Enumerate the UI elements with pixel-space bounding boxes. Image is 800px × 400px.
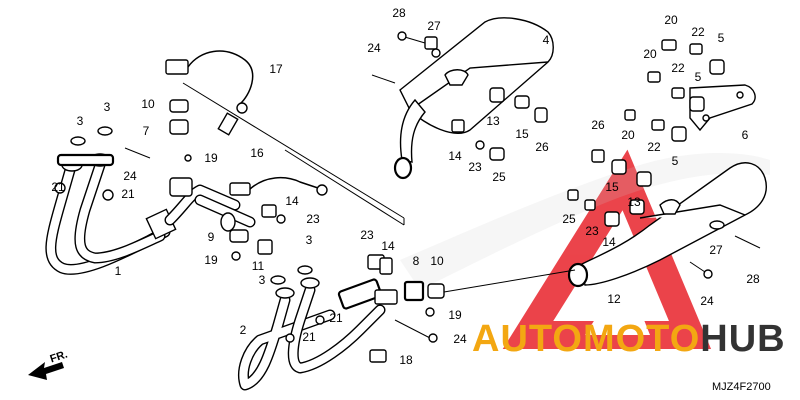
part-callout-22[interactable]: 22 — [671, 61, 685, 75]
o2-sensor-upper[interactable] — [165, 50, 254, 136]
part-callout-19[interactable]: 19 — [204, 253, 218, 267]
part-callout-28[interactable]: 28 — [746, 272, 760, 286]
part-callout-3[interactable]: 3 — [77, 114, 84, 128]
part-callout-7[interactable]: 7 — [143, 124, 150, 138]
part-callout-9[interactable]: 9 — [208, 230, 215, 244]
part-callout-3[interactable]: 3 — [306, 233, 313, 247]
part-callout-19[interactable]: 19 — [448, 308, 462, 322]
collector-pipe[interactable] — [194, 194, 256, 232]
part-callout-8[interactable]: 8 — [413, 254, 420, 268]
part-callout-14[interactable]: 14 — [448, 149, 462, 163]
part-callout-17[interactable]: 17 — [269, 62, 283, 76]
part-callout-20[interactable]: 20 — [621, 128, 635, 142]
part-callout-23[interactable]: 23 — [585, 224, 599, 238]
part-callout-24[interactable]: 24 — [700, 294, 714, 308]
part-callout-11[interactable]: 11 — [252, 259, 265, 273]
part-callout-14[interactable]: 14 — [381, 239, 395, 253]
part-callout-13[interactable]: 13 — [486, 114, 500, 128]
part-callout-23[interactable]: 23 — [468, 160, 482, 174]
part-callout-2[interactable]: 2 — [240, 323, 247, 337]
part-callout-24[interactable]: 24 — [367, 41, 381, 55]
o2-sensor-lower[interactable] — [229, 176, 328, 196]
part-callout-18[interactable]: 18 — [399, 353, 413, 367]
part-callout-13[interactable]: 13 — [627, 195, 641, 209]
part-callout-20[interactable]: 20 — [643, 47, 657, 61]
part-callout-10[interactable]: 10 — [430, 254, 444, 268]
exhaust-pipe-front[interactable] — [45, 153, 241, 275]
part-callout-23[interactable]: 23 — [360, 228, 374, 242]
diagram-code: MJZ4F2700 — [712, 381, 771, 393]
part-callout-5[interactable]: 5 — [695, 70, 702, 84]
part-callout-25[interactable]: 25 — [562, 212, 576, 226]
bracket[interactable] — [689, 84, 756, 132]
part-callout-5[interactable]: 5 — [718, 31, 725, 45]
part-callout-16[interactable]: 16 — [250, 146, 264, 160]
part-callout-26[interactable]: 26 — [535, 140, 549, 154]
part-callout-5[interactable]: 5 — [672, 154, 679, 168]
part-callout-12[interactable]: 12 — [607, 292, 621, 306]
part-callout-24[interactable]: 24 — [453, 332, 467, 346]
part-callout-21[interactable]: 21 — [302, 330, 316, 344]
part-callout-15[interactable]: 15 — [605, 180, 619, 194]
part-callout-14[interactable]: 14 — [285, 194, 299, 208]
muffler-upper[interactable] — [393, 17, 554, 180]
part-callout-23[interactable]: 23 — [306, 212, 320, 226]
muffler-lower[interactable] — [567, 162, 767, 288]
front-arrow-icon — [28, 362, 64, 380]
part-callout-26[interactable]: 26 — [591, 118, 605, 132]
part-callout-27[interactable]: 27 — [709, 243, 723, 257]
part-callout-21[interactable]: 21 — [329, 311, 343, 325]
part-callout-4[interactable]: 4 — [543, 33, 550, 47]
part-callout-27[interactable]: 27 — [427, 19, 441, 33]
part-callout-6[interactable]: 6 — [742, 128, 749, 142]
part-callout-20[interactable]: 20 — [664, 13, 678, 27]
part-callout-3[interactable]: 3 — [259, 273, 266, 287]
part-callout-22[interactable]: 22 — [647, 140, 661, 154]
watermark-text: AUTOMOTOHUB — [472, 318, 786, 360]
part-callout-24[interactable]: 24 — [123, 169, 137, 183]
part-callout-21[interactable]: 21 — [51, 180, 65, 194]
part-callout-3[interactable]: 3 — [104, 100, 111, 114]
part-callout-14[interactable]: 14 — [602, 235, 616, 249]
exhaust-pipe-rear[interactable] — [238, 277, 398, 391]
part-callout-15[interactable]: 15 — [515, 127, 529, 141]
part-callout-21[interactable]: 21 — [121, 187, 135, 201]
hardware — [54, 31, 761, 363]
part-callout-25[interactable]: 25 — [492, 170, 506, 184]
part-callout-10[interactable]: 10 — [141, 97, 155, 111]
part-callout-22[interactable]: 22 — [691, 25, 705, 39]
part-callout-1[interactable]: 1 — [115, 264, 122, 278]
part-callout-19[interactable]: 19 — [204, 151, 218, 165]
part-callout-28[interactable]: 28 — [392, 6, 406, 20]
